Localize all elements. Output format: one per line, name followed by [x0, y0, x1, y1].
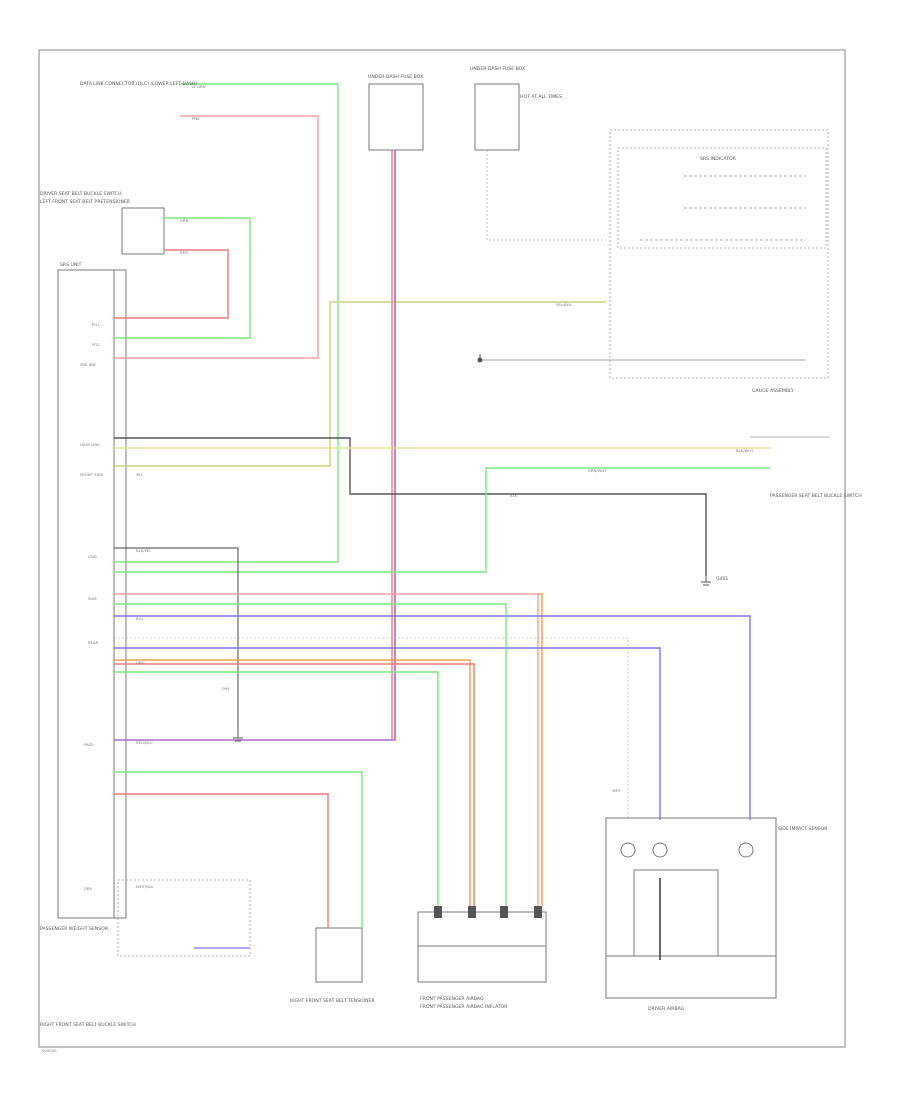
- ecu-label-8: PASS: [84, 742, 94, 747]
- wire-orange-2: [114, 659, 471, 906]
- front-passenger-airbag-inner: [417, 945, 547, 983]
- wire-gray-right-fuse: [486, 150, 606, 241]
- ecu-label-2: SRS IND: [80, 362, 96, 367]
- label-gauge-assembly: GAUGE ASSEMBLY: [752, 388, 794, 394]
- wire-label-grn-belt: GRN: [180, 218, 189, 223]
- fuse-box-left: [368, 83, 424, 151]
- driver-belt-switch-box: [121, 207, 165, 255]
- label-front-passenger-inflator: FRONT PASSENGER AIRBAG INFLATOR: [420, 1004, 508, 1010]
- label-sub-gauge: SRS INDICATOR: [700, 156, 737, 162]
- label-front-passenger-airbag: FRONT PASSENGER AIRBAG: [420, 996, 484, 1002]
- connector-block-b: [468, 906, 476, 918]
- wire-label-yel: YEL: [136, 472, 144, 477]
- wire-label-grn-wht: GRN/WHT: [588, 468, 607, 473]
- wire-green-2: [114, 671, 439, 906]
- wire-green-tensioner: [114, 771, 363, 928]
- wire-label-blk-yel: BLK/YEL: [136, 548, 152, 553]
- wire-black-harness: [114, 437, 707, 576]
- wire-purple: [114, 150, 396, 741]
- ecu-label-3: DATA LINK: [80, 442, 100, 447]
- passenger-weight-sensor-lower: [605, 955, 777, 999]
- wire-red-belt: [114, 249, 229, 319]
- wire-red-2: [114, 663, 475, 906]
- wire-label-blk: BLK: [510, 493, 518, 498]
- label-control-unit: SRS UNIT: [60, 262, 82, 268]
- connector-block-a: [434, 906, 442, 918]
- footer-id: 000000: [42, 1048, 57, 1053]
- ground-symbol-2: [701, 576, 711, 586]
- wire-label-blu: BLU: [136, 616, 144, 621]
- ground-symbol-1: [233, 730, 243, 742]
- label-dlc: DATA LINK CONNECTOR (DLC) (LOWER LEFT DA…: [80, 81, 198, 87]
- label-left-front-sensor: LEFT FRONT SEAT BELT PRETENSIONER: [40, 199, 131, 205]
- wire-green-airbag-1: [114, 603, 507, 906]
- sub-gauge-box: [617, 147, 827, 249]
- wire-label-yel-blu: YEL/BLU: [556, 302, 572, 307]
- label-passenger-weight-sensor: PASSENGER WEIGHT SENSOR: [40, 926, 109, 932]
- label-fuse-box-right: UNDER-DASH FUSE BOX: [470, 66, 525, 72]
- label-fuse-notes: HOT AT ALL TIMES: [520, 94, 562, 100]
- label-srs-sensor: SIDE IMPACT SENSOR: [778, 826, 828, 832]
- label-right-front-belt-switch: RIGHT FRONT SEAT BELT BUCKLE SWITCH: [40, 1022, 136, 1028]
- wire-label-pnk: PNK: [192, 116, 200, 121]
- ecu-label-1: PG2: [92, 342, 100, 347]
- right-tensioner-box: [315, 927, 363, 983]
- wire-gray-sensor-left: [114, 637, 629, 820]
- diagram-frame: [38, 49, 846, 1048]
- ecu-label-7: REAR: [88, 640, 99, 645]
- wire-red-tensioner: [114, 793, 329, 928]
- wire-label-gry: GRY: [222, 686, 230, 691]
- wire-label-wht-blu: WHT/BLU: [136, 884, 154, 889]
- ecu-label-0: PG1: [92, 322, 100, 327]
- label-passenger-switch-note: PASSENGER SEAT BELT BUCKLE SWITCH: [770, 493, 862, 499]
- label-driver-airbag: DRIVER AIRBAG: [648, 1006, 685, 1012]
- wire-yellowgreen: [114, 301, 606, 467]
- fuse-box-right: [474, 83, 520, 151]
- wire-label-blk-wht: BLK/WHT: [736, 448, 754, 453]
- passenger-weight-inner: [633, 869, 719, 957]
- passenger-weight-sensor-box: [605, 817, 777, 957]
- label-fuse-box-left: UNDER-DASH FUSE BOX: [368, 74, 423, 80]
- wire-green-across: [114, 467, 770, 573]
- ecu-label-4: FRONT SIDE: [80, 472, 104, 477]
- front-passenger-airbag-box: [417, 911, 547, 983]
- connector-block-d: [534, 906, 542, 918]
- ecu-label-9: DRV: [84, 886, 92, 891]
- label-ground-sensor: G401: [716, 576, 728, 582]
- bottom-switch-box: [117, 879, 251, 957]
- label-driver-belt-switch: DRIVER SEAT BELT BUCKLE SWITCH: [40, 191, 122, 197]
- ground-symbol-3: [477, 354, 483, 363]
- wire-label-red-blu: RED/BLU: [136, 740, 153, 745]
- gauge-assembly-box: [609, 129, 829, 379]
- sensor-circle-3: [738, 842, 754, 858]
- wire-pink-top: [114, 115, 319, 359]
- label-right-front-tensioner: RIGHT FRONT SEAT BELT TENSIONER: [290, 998, 375, 1004]
- ecu-label-6: SIDE: [88, 596, 97, 601]
- wire-label-wht: WHT: [612, 788, 622, 793]
- ecu-label-5: GND: [88, 554, 97, 559]
- wire-label-red-belt: RED: [180, 250, 188, 255]
- wire-green-dlc: [114, 83, 339, 563]
- sensor-circle-2: [652, 842, 668, 858]
- wire-green-belt: [114, 217, 251, 339]
- wire-label-lt-grn: LT GRN: [192, 84, 206, 89]
- sensor-circle-1: [620, 842, 636, 858]
- wire-orange-airbag: [538, 593, 543, 906]
- wire-gray-ground: [114, 547, 239, 730]
- connector-block-c: [500, 906, 508, 918]
- wire-label-org: ORG: [136, 660, 145, 665]
- wire-blue-sensor-mid: [114, 647, 661, 820]
- wire-blue-sensor-right: [114, 615, 751, 820]
